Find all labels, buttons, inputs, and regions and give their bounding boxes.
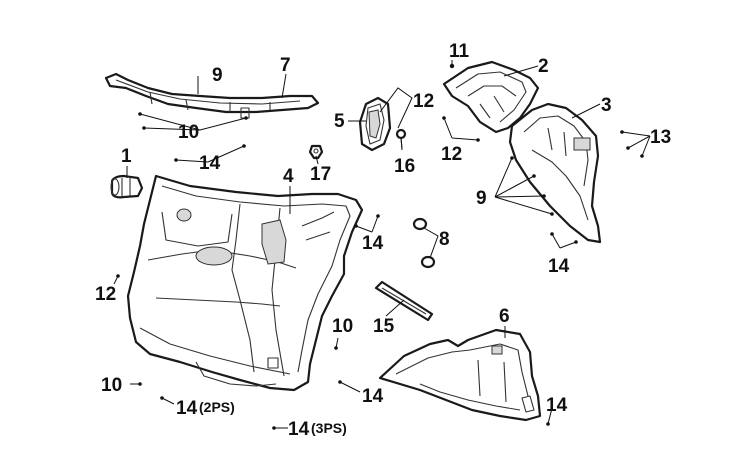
part-4-inner-panel (126, 174, 364, 392)
callout-2: 2 (538, 56, 549, 77)
callout-17: 17 (310, 164, 331, 185)
callout-12-right: 12 (441, 144, 462, 165)
callout-14-3ps: 14 (288, 419, 310, 440)
callout-10-lower: 10 (101, 375, 122, 396)
pointer-dots (116, 63, 644, 430)
part-1-knob (110, 174, 144, 199)
part-3-side-bracket (508, 102, 602, 244)
callout-16: 16 (394, 156, 415, 177)
part-6-lower-tray (378, 328, 542, 422)
callout-12-latch: 12 (413, 91, 434, 112)
callout-9-right: 9 (476, 188, 487, 209)
part-2-upper-bracket (442, 60, 540, 134)
callout-3: 3 (601, 95, 612, 116)
callout-14-3ps-suffix: (3PS) (311, 420, 347, 436)
callout-14-panel-right: 14 (362, 233, 384, 254)
part-7-upper-trim-rail (104, 72, 320, 119)
callout-10-upper: 10 (178, 122, 199, 143)
part-17-clip (308, 144, 324, 160)
callout-6: 6 (499, 306, 510, 327)
callout-4: 4 (283, 166, 294, 187)
callout-12-left: 12 (95, 284, 116, 305)
callout-14-bracket: 14 (548, 256, 570, 277)
leader-lines (113, 60, 651, 429)
part-5-latch-cover (358, 96, 392, 152)
callout-13: 13 (650, 127, 671, 148)
callout-14-2ps: 14 (176, 398, 198, 419)
callout-14-tray-right: 14 (546, 395, 568, 416)
callout-14-tray-left: 14 (362, 386, 384, 407)
callout-5: 5 (334, 111, 345, 132)
part-15-strip (374, 280, 434, 322)
callout-10-right: 10 (332, 316, 353, 337)
callout-1: 1 (121, 146, 132, 167)
callout-7: 7 (280, 55, 291, 76)
callout-8: 8 (439, 229, 450, 250)
callout-9-top: 9 (212, 65, 223, 86)
callout-15: 15 (373, 316, 395, 337)
callout-14-2ps-suffix: (2PS) (199, 399, 235, 415)
part-8-grommets (412, 217, 436, 269)
callout-labels: 1 2 3 4 5 6 7 8 9 9 10 10 10 11 12 12 12… (95, 41, 671, 440)
callout-14-panel-top: 14 (199, 153, 221, 174)
callout-11: 11 (449, 41, 470, 62)
